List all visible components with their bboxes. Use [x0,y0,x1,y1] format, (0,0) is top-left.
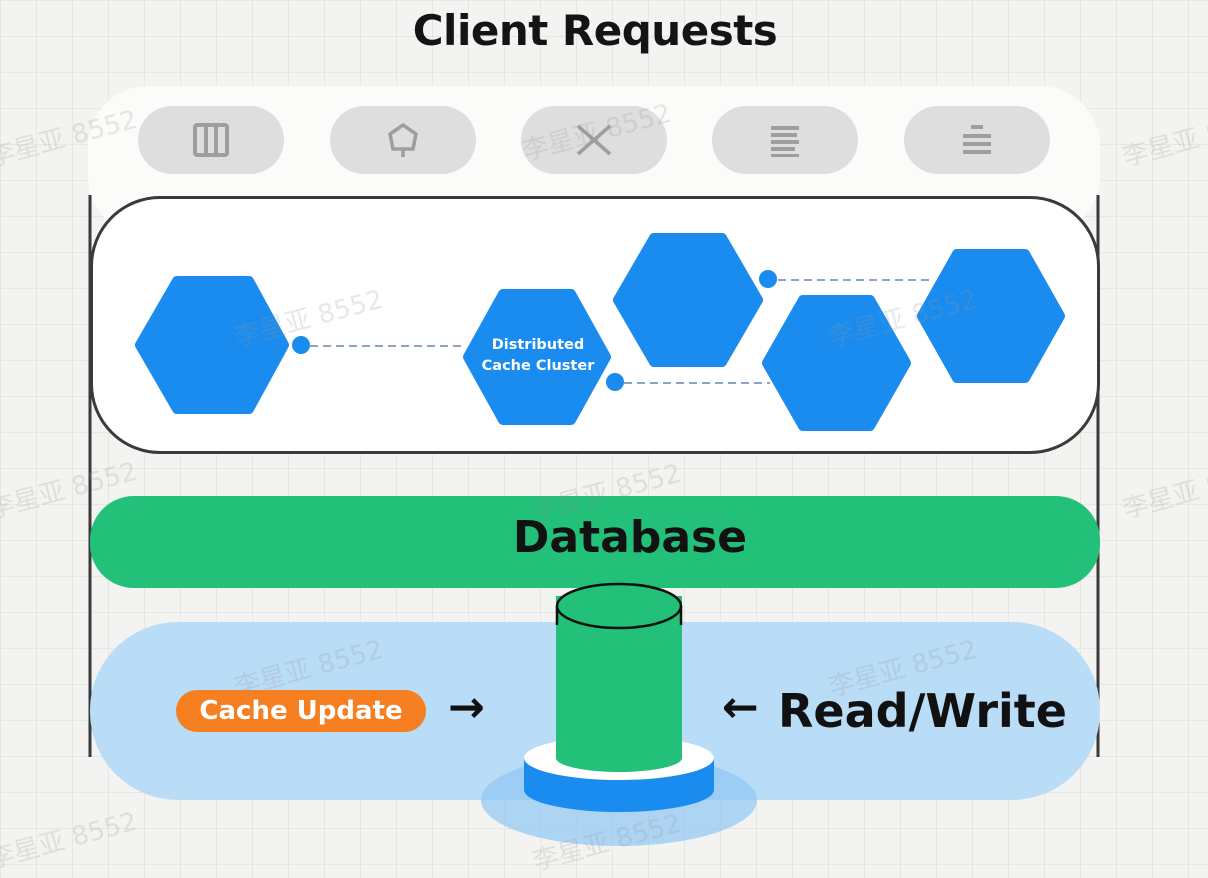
cylinder-top [555,582,683,630]
cache-update-badge: Cache Update [176,690,426,732]
database-label: Database [512,512,748,563]
read-write-label: Read/Write [778,684,1067,738]
layered-lines-icon [963,125,991,154]
cache-node-hexagon [762,295,911,431]
client-button-cross[interactable] [521,106,667,174]
arrow-right-icon: → [448,682,485,733]
cylinder-body-bottom [556,744,682,772]
client-button-stacked-lines[interactable] [712,106,858,174]
arrow-left-icon: ← [722,682,759,733]
cross-icon [576,124,612,156]
cache-node-hexagon [917,249,1065,383]
diagram-title: Client Requests [412,6,778,55]
connector-2 [759,270,930,288]
cache-node-hexagon [613,233,763,367]
connector-1 [292,336,462,354]
connector-3 [606,373,770,391]
client-button-pentagon[interactable] [330,106,476,174]
database-band [90,496,1100,588]
client-button-layered-lines[interactable] [904,106,1050,174]
columns-icon [193,123,229,157]
stacked-lines-icon [771,126,799,157]
cache-node-hexagon [463,289,611,425]
client-button-columns[interactable] [138,106,284,174]
cache-node-hexagon [135,276,289,414]
cache-cluster-label-text: Distributed Cache Cluster [481,337,595,374]
cache-cluster-label: Distributed Cache Cluster [466,335,610,377]
pentagon-pin-icon [388,122,418,157]
